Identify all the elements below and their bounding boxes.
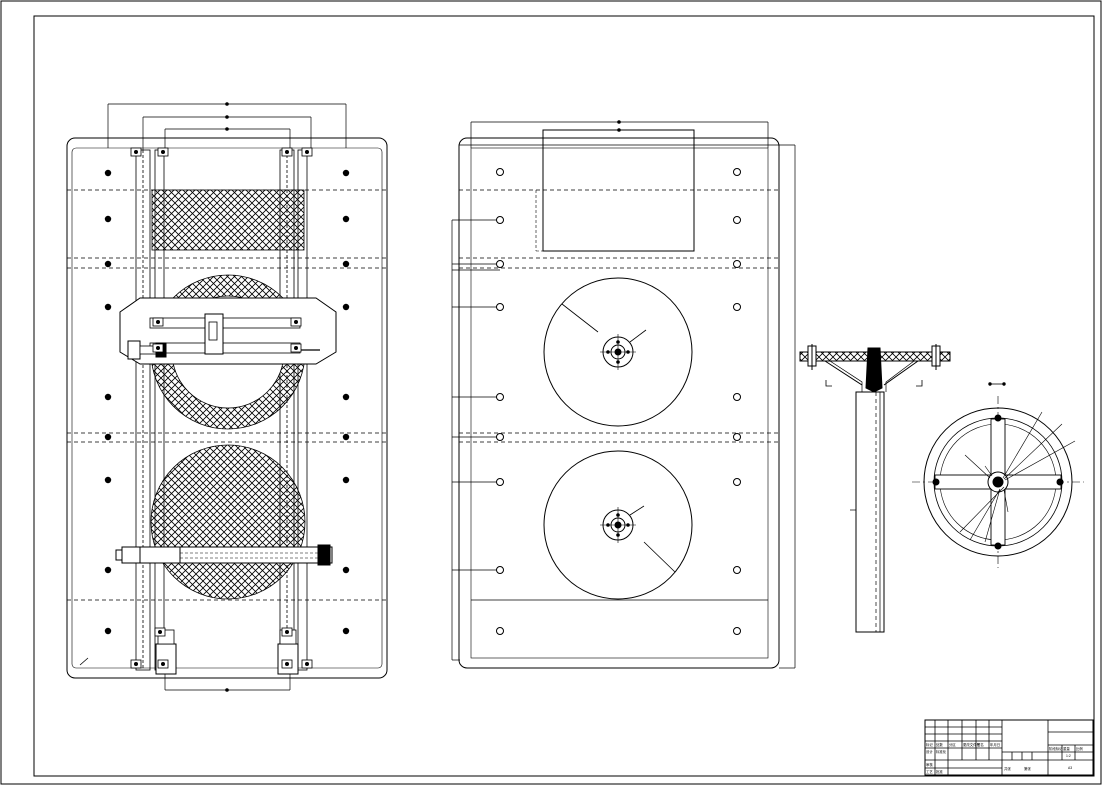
title-block-cell: 阶段标记: [1049, 746, 1063, 751]
front-upper-mesh: [151, 189, 305, 251]
top-upper-disc: [543, 277, 693, 427]
top-view-bolts: [496, 168, 741, 635]
front-base-plate: [66, 137, 388, 679]
title-block-cell: 第张: [1024, 766, 1031, 771]
title-block-cell: 审核: [926, 762, 933, 767]
front-left-motor: [155, 643, 177, 675]
bracket-column: [855, 391, 885, 633]
title-block-cell: 标记: [926, 742, 933, 747]
title-block-cell: 更改文件号: [963, 742, 981, 747]
top-disc-bolts: [606, 340, 630, 537]
title-block-cell: 批准: [936, 769, 943, 774]
front-lower-disc: [150, 444, 306, 600]
title-block-cell: 标准化: [936, 749, 947, 754]
title-block-cell: 分区: [949, 742, 956, 747]
top-view: [451, 120, 796, 669]
bracket-section-view: [799, 344, 951, 633]
top-base-plate: [458, 137, 780, 669]
sheet-inner-border: [33, 15, 1095, 777]
title-block-cell: 签名: [977, 742, 984, 747]
title-block-cell: 共张: [1004, 766, 1011, 771]
top-lower-disc: [543, 450, 693, 600]
top-sensor-box: [542, 129, 695, 252]
title-block-cell: 工艺: [926, 769, 933, 774]
title-block-cell: 年月日: [990, 742, 1000, 747]
front-view: [66, 102, 388, 692]
front-base-plate-inner: [71, 147, 383, 669]
title-block-cell: 重量: [1063, 746, 1070, 751]
title-block: [924, 719, 1094, 776]
title-block-cell: 处数: [936, 742, 943, 747]
title-block-scale: 1:2: [1066, 754, 1071, 758]
title-block-text: 1:2 A3 标记 处数 分区 更改文件号 签名 年月日 设计 标准化 审核 工…: [926, 742, 1083, 774]
title-block-cell: 设计: [926, 749, 933, 754]
title-block-sheet: A3: [1068, 766, 1072, 770]
title-block-cell: 比例: [1076, 746, 1083, 751]
disc-plan-bolts: [932, 414, 1064, 550]
front-right-motor: [277, 643, 299, 675]
disc-plan-view: [912, 382, 1084, 568]
